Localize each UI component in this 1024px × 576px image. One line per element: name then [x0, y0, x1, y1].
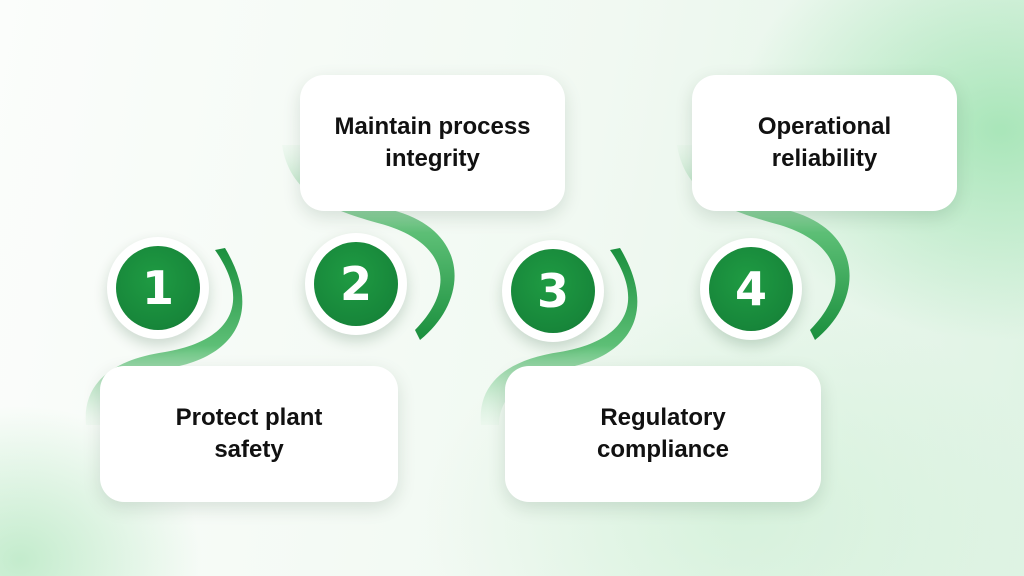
step-2-number: 2	[339, 257, 372, 311]
step-2-label: Maintain process integrity	[334, 113, 531, 172]
step-1-number: 1	[141, 261, 174, 315]
step-4-number: 4	[734, 262, 767, 316]
step-1-badge: 1	[107, 237, 209, 339]
step-1-card: Protect plant safety	[100, 366, 398, 502]
step-4-card: Operational reliability	[692, 75, 957, 211]
step-3-number: 3	[536, 264, 569, 318]
step-3-card: Regulatory compliance	[505, 366, 821, 502]
step-2-card: Maintain process integrity	[300, 75, 565, 211]
step-1-label: Protect plant safety	[175, 404, 323, 463]
step-3-label: Regulatory compliance	[596, 404, 730, 463]
step-4-label: Operational reliability	[757, 113, 892, 172]
step-3-badge: 3	[502, 240, 604, 342]
step-4-badge: 4	[700, 238, 802, 340]
step-2-badge: 2	[305, 233, 407, 335]
